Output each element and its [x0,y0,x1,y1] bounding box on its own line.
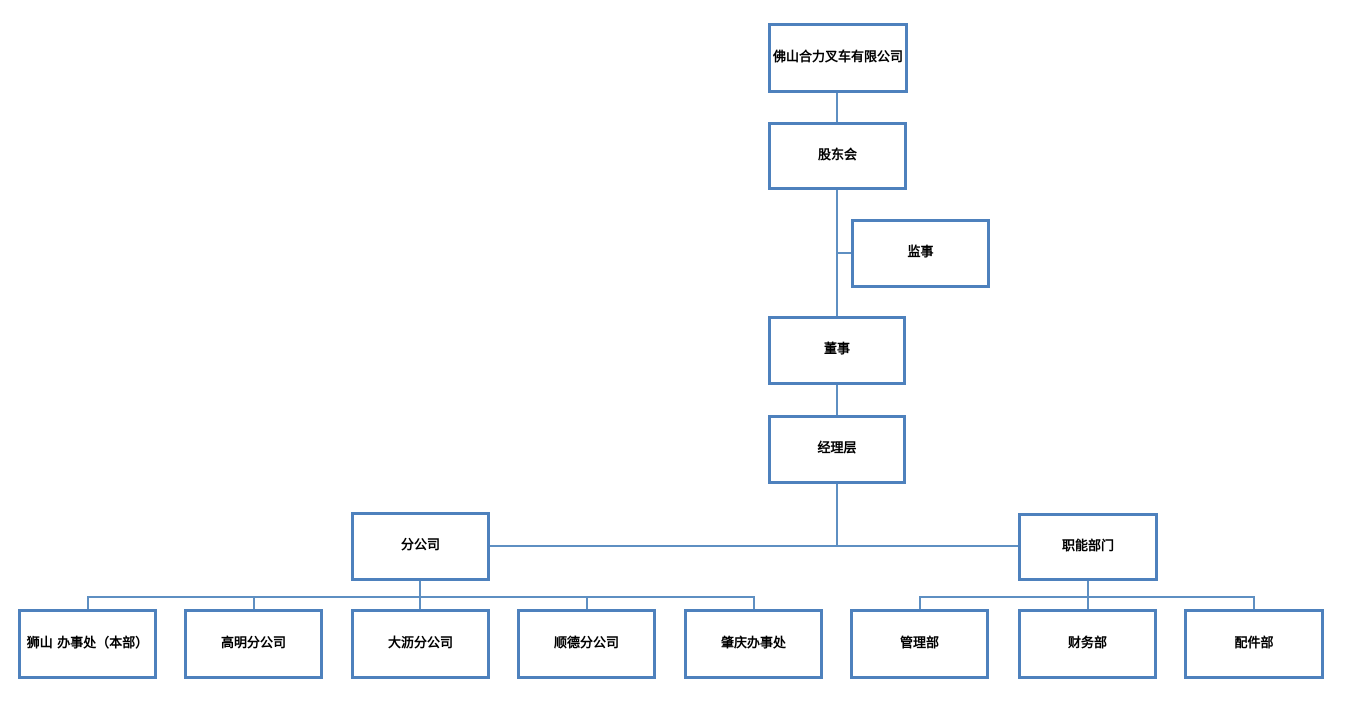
connector-stub-shunde [586,596,588,609]
node-shareholders-label: 股东会 [817,147,857,163]
connector-stub-gaoming [253,596,255,609]
node-finance-dept-label: 财务部 [1067,635,1107,651]
connector-stub-parts-dept [1253,596,1255,609]
connector-stub-finance-dept [1087,596,1089,609]
node-finance-dept: 财务部 [1018,609,1157,679]
node-dali-branch: 大沥分公司 [351,609,490,679]
connector-stub-zhaoqing [753,596,755,609]
node-branch-companies: 分公司 [351,512,490,581]
connector-functional-down [1087,581,1089,597]
node-supervisor: 监事 [851,219,990,288]
node-gaoming-branch: 高明分公司 [184,609,323,679]
node-zhaoqing-office: 肇庆办事处 [684,609,823,679]
node-management-dept-label: 管理部 [899,635,939,651]
node-dali-branch-label: 大沥分公司 [387,635,453,651]
node-company-label: 佛山合力叉车有限公司 [773,49,904,65]
connector-branch-children-bus [87,596,755,598]
connector-company-shareholders [836,93,838,122]
connector-stub-management-dept [919,596,921,609]
node-shareholders: 股东会 [768,122,907,190]
node-director: 董事 [768,316,906,385]
connector-spine-supervisor [837,252,852,254]
connector-stub-shishan [87,596,89,609]
node-gaoming-branch-label: 高明分公司 [220,635,286,651]
connector-director-management [836,385,838,415]
node-branch-companies-label: 分公司 [400,538,440,554]
node-functional-departments: 职能部门 [1018,513,1158,581]
node-management-dept: 管理部 [850,609,989,679]
node-shishan-office-label: 狮山 办事处（本部） [26,635,149,651]
node-functional-departments-label: 职能部门 [1061,538,1114,554]
connector-branch-down [419,581,421,597]
node-shunde-branch-label: 顺德分公司 [553,635,619,651]
node-zhaoqing-office-label: 肇庆办事处 [720,635,786,651]
node-shishan-office: 狮山 办事处（本部） [18,609,157,679]
node-director-label: 董事 [823,342,850,358]
connector-management-down [836,484,838,546]
node-company: 佛山合力叉车有限公司 [768,23,908,93]
node-shunde-branch: 顺德分公司 [517,609,656,679]
node-parts-dept-label: 配件部 [1234,635,1274,651]
node-management: 经理层 [768,415,906,484]
node-parts-dept: 配件部 [1184,609,1324,679]
node-supervisor-label: 监事 [907,245,934,261]
connector-branch-functional [490,545,1018,547]
node-management-label: 经理层 [817,441,857,457]
connector-stub-dali [419,596,421,609]
